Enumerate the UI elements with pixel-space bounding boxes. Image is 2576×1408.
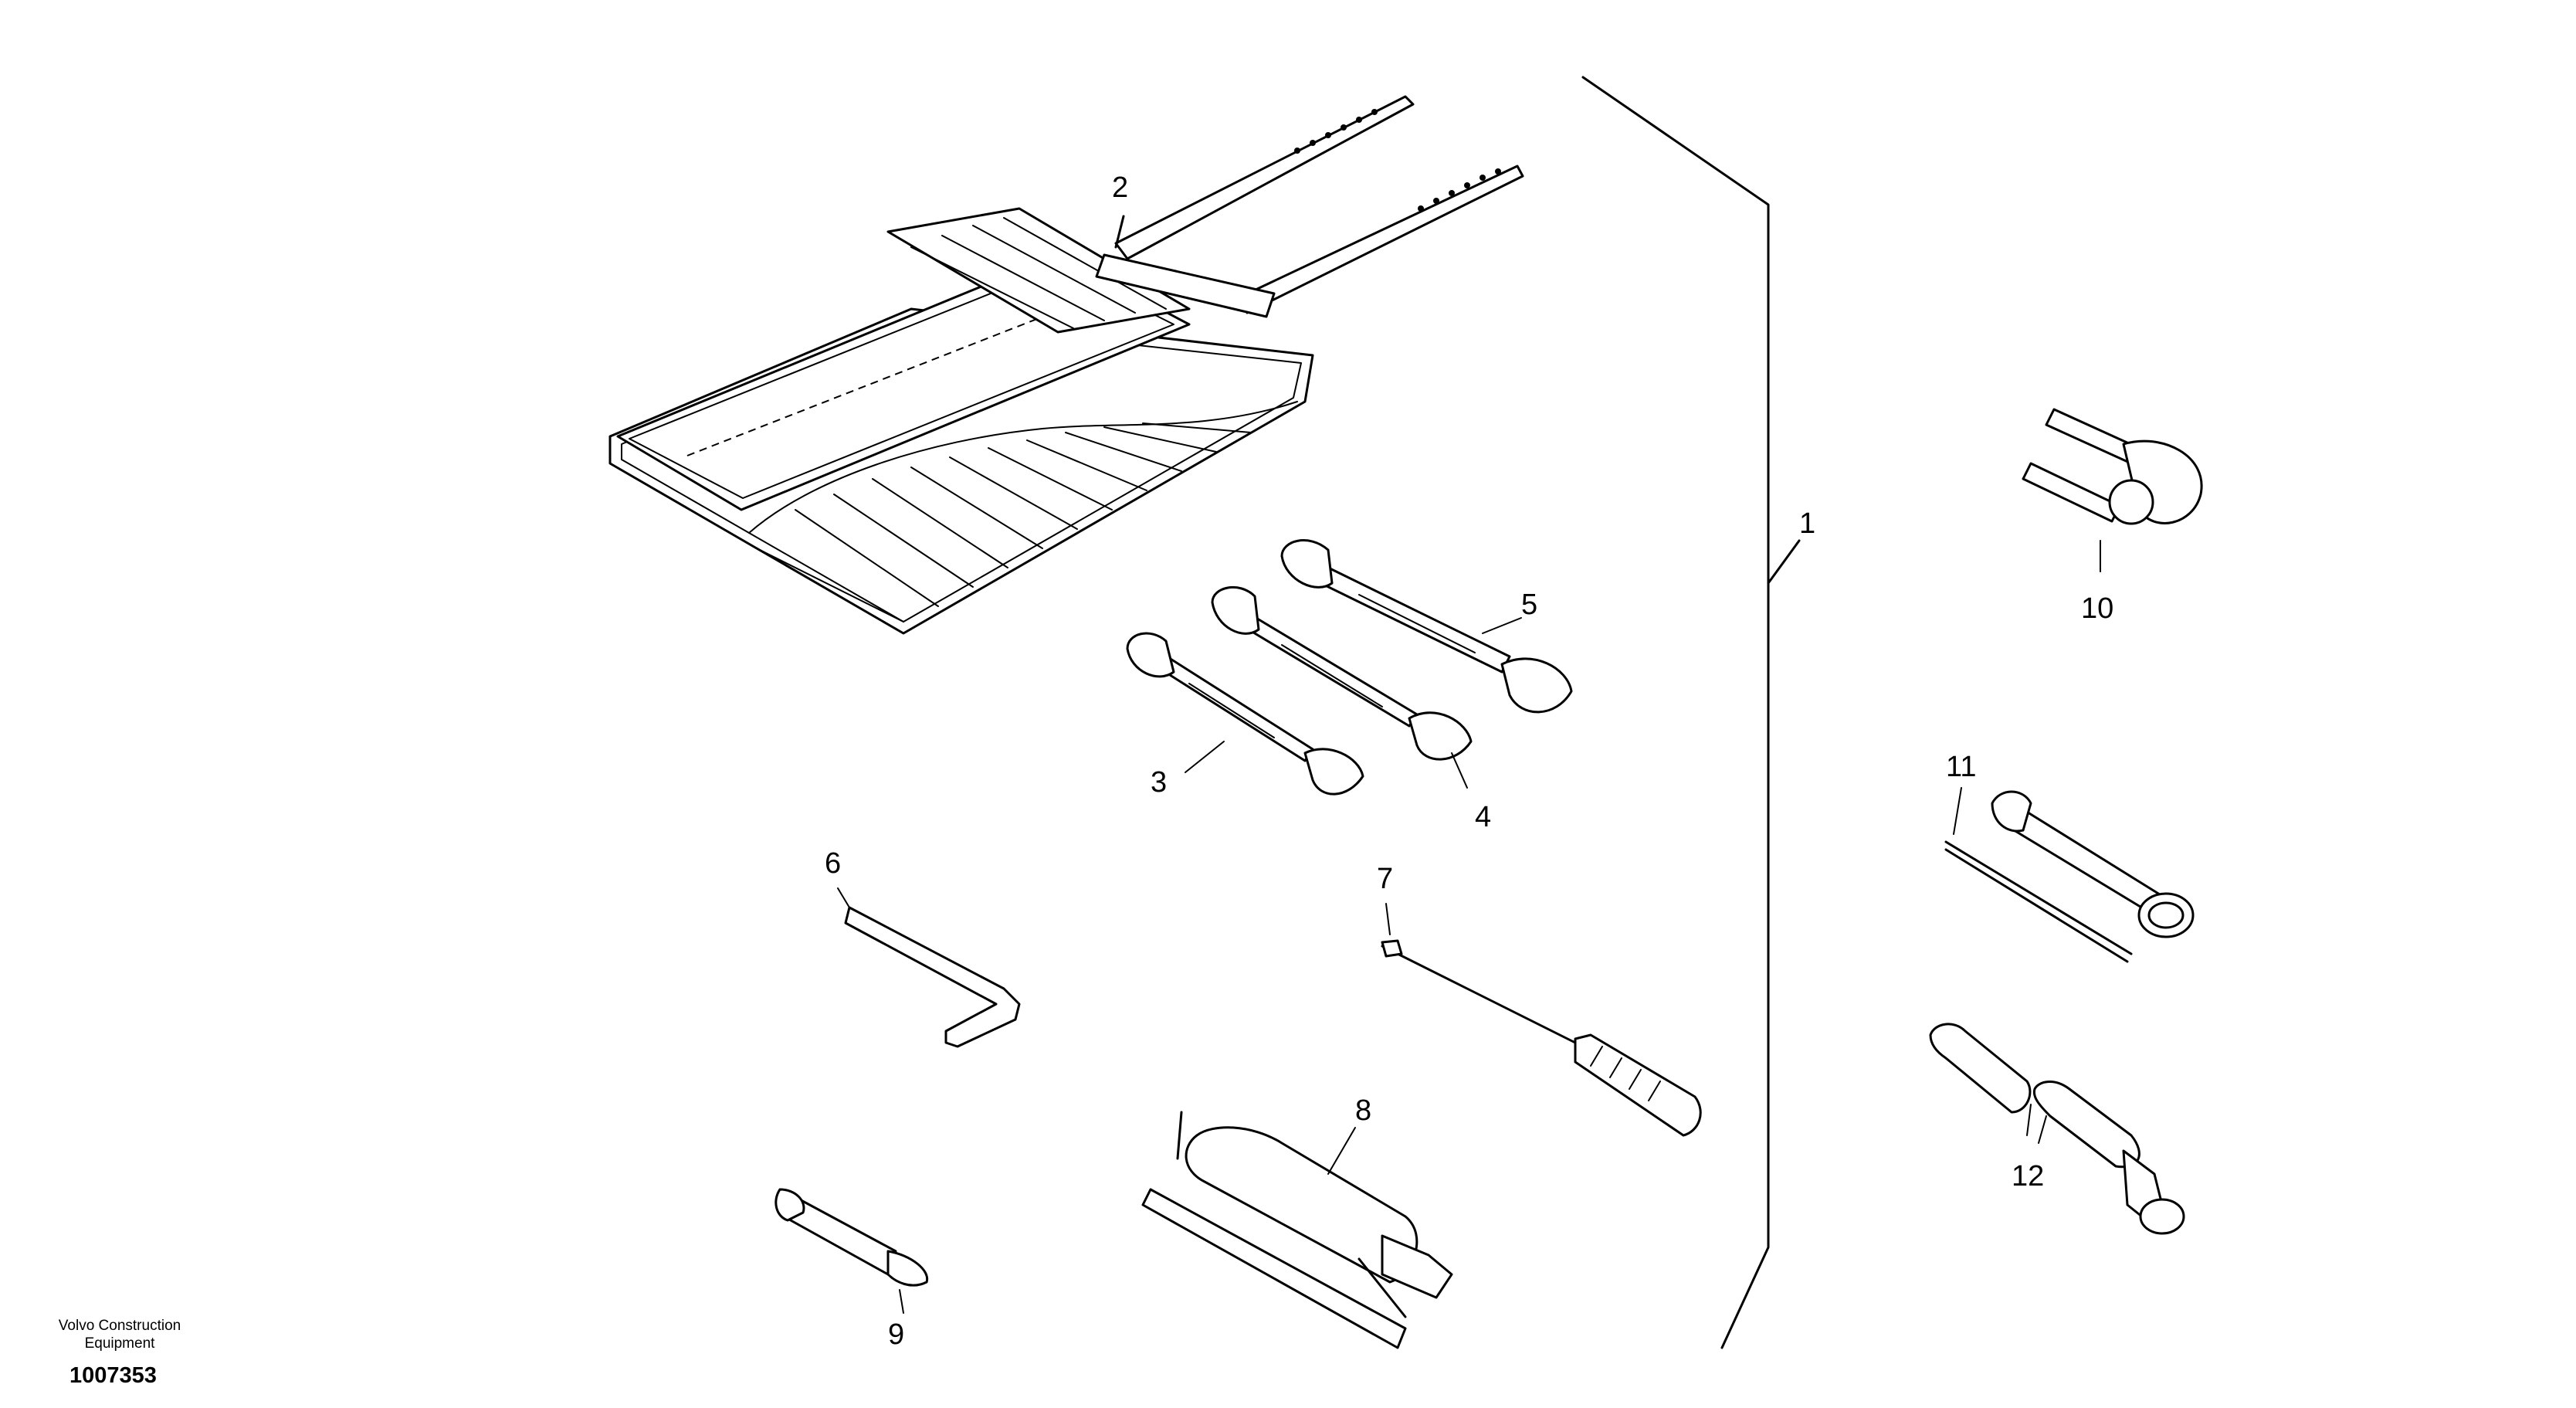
callout-6: 6 <box>825 847 841 880</box>
socket-wrench <box>1944 787 2195 963</box>
tool-roll-bag <box>608 95 1524 635</box>
callout-10: 10 <box>2081 592 2113 625</box>
callout-9: 9 <box>888 1318 904 1351</box>
callout-3: 3 <box>1151 766 1167 799</box>
callout-labels: 1 2 3 4 5 6 7 8 9 10 11 12 <box>825 171 2113 1351</box>
callout-11: 11 <box>1946 751 1976 783</box>
brand-line-2: Equipment <box>85 1335 156 1352</box>
callout-7: 7 <box>1377 863 1393 895</box>
grease-coupler <box>774 1188 929 1314</box>
callout-12: 12 <box>2012 1160 2044 1193</box>
wrench-large <box>1280 539 1573 714</box>
hex-key <box>837 887 1021 1048</box>
wrench-medium <box>1211 585 1473 761</box>
drawing-number: 1007353 <box>69 1363 157 1388</box>
leader-lines-wrenches <box>1185 617 1522 789</box>
callout-5: 5 <box>1521 589 1537 621</box>
callout-2: 2 <box>1112 171 1128 204</box>
brand-line-1: Volvo Construction <box>59 1318 181 1334</box>
callout-4: 4 <box>1475 801 1491 833</box>
callout-1: 1 <box>1799 507 1815 540</box>
grease-gun <box>1141 1111 1453 1349</box>
key-set <box>2022 408 2203 572</box>
group-bracket <box>1581 76 1801 1349</box>
footer: Volvo Construction Equipment 1007353 <box>59 1318 181 1388</box>
callout-8: 8 <box>1355 1094 1371 1127</box>
wrench-small <box>1126 632 1364 796</box>
grease-extension <box>1929 1023 2185 1235</box>
screwdriver <box>1381 903 1702 1137</box>
